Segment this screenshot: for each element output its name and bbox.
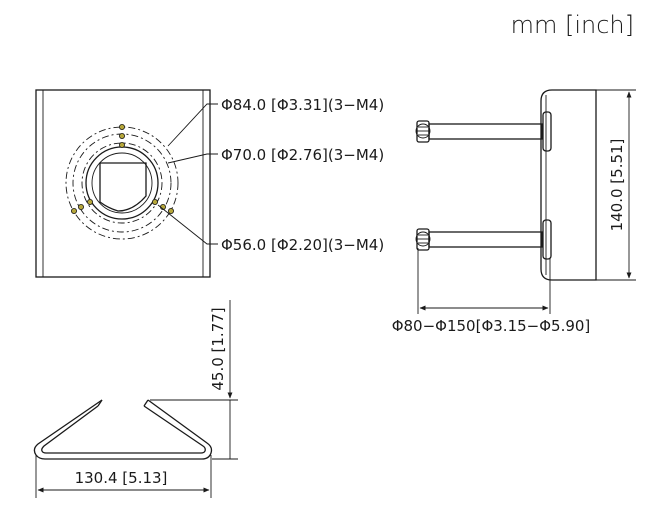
lower-strap-bracket: [542, 219, 552, 260]
center-ring-inner: [91, 152, 153, 214]
bottom-profile-outer: [33, 399, 213, 460]
bolt-circle-70: [72, 133, 172, 233]
label-height-45: 45.0 [1.77]: [209, 307, 227, 390]
leader-70: [167, 153, 218, 164]
mount-hole: [119, 124, 126, 131]
label-pole-diameter: Φ80−Φ150[Φ3.15−Φ5.90]: [392, 317, 591, 335]
bottom-view: 45.0 [1.77] 130.4 [5.13]: [33, 300, 238, 498]
mount-hole: [71, 207, 78, 214]
lower-strap: [415, 219, 552, 260]
mount-hole: [119, 141, 126, 148]
side-view: 140.0 [5.51] Φ80−Φ150[Φ3.15−Φ5.90]: [392, 89, 636, 335]
units-label: mm [inch]: [511, 11, 634, 39]
label-bolt-circle-84: Φ84.0 [Φ3.31](3−M4): [221, 96, 384, 114]
label-height-140: 140.0 [5.51]: [608, 139, 626, 232]
upper-strap-buckle: [416, 120, 430, 143]
front-view: Φ84.0 [Φ3.31](3−M4) Φ70.0 [Φ2.76](3−M4) …: [35, 89, 384, 278]
mount-hole: [167, 207, 174, 214]
label-bolt-circle-70: Φ70.0 [Φ2.76](3−M4): [221, 146, 384, 164]
bolt-circle-84: [65, 126, 179, 240]
label-bolt-circle-56: Φ56.0 [Φ2.20](3−M4): [221, 236, 384, 254]
upper-strap: [415, 111, 552, 152]
mount-hole: [87, 198, 94, 205]
front-plate-outline: [35, 89, 211, 278]
side-plate-outline: [540, 89, 597, 281]
mount-hole: [151, 198, 158, 205]
cable-opening: [99, 162, 147, 212]
lower-strap-buckle: [416, 228, 430, 251]
center-ring-outer: [85, 146, 159, 220]
bottom-profile-inner: [41, 405, 206, 454]
leader-84: [167, 103, 218, 147]
bolt-circle-56: [81, 142, 163, 224]
upper-strap-band: [428, 123, 543, 140]
mount-hole: [78, 203, 85, 210]
lower-strap-band: [428, 231, 543, 248]
leader-56: [157, 204, 218, 245]
label-width-130: 130.4 [5.13]: [75, 469, 168, 487]
mount-hole: [119, 132, 126, 139]
upper-strap-bracket: [542, 111, 552, 152]
